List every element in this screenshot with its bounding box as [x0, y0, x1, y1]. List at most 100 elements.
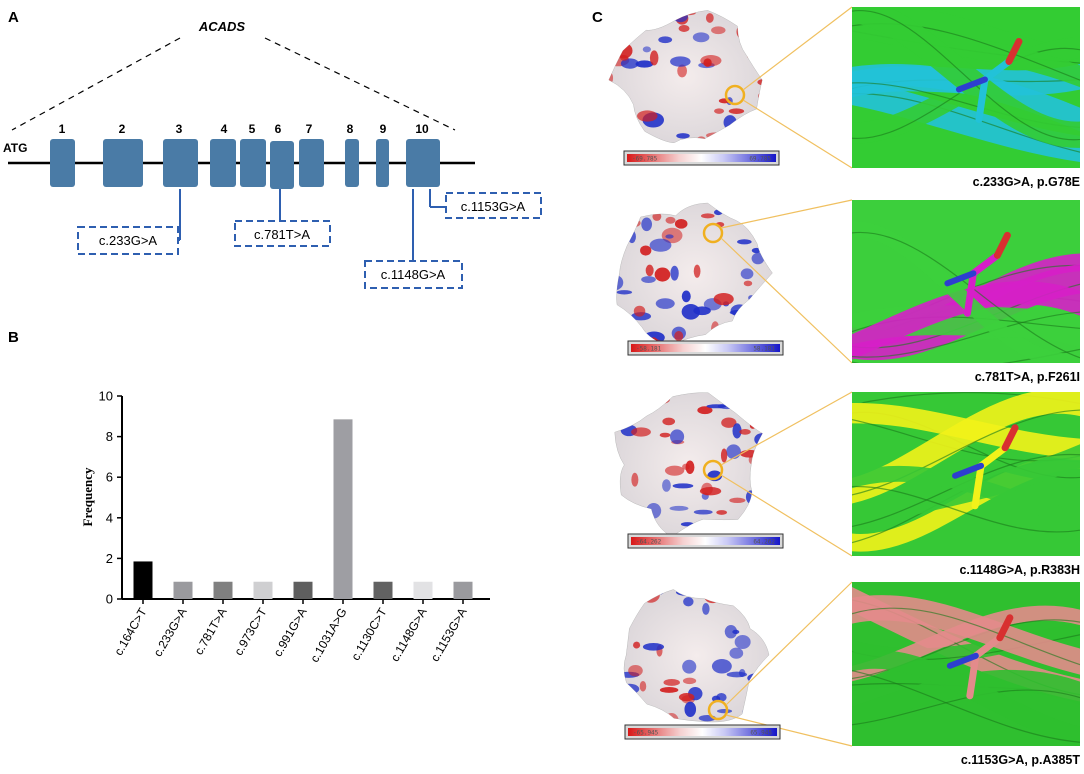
zoom-line-top — [720, 391, 853, 466]
bar-c.1031A>G — [333, 419, 353, 599]
zoom-line-top — [720, 199, 853, 229]
zoom-line-bottom — [742, 99, 853, 169]
exon-2 — [103, 139, 143, 187]
exon-number-5: 5 — [249, 122, 256, 136]
x-tick-label: c.781T>A — [192, 606, 230, 658]
x-tick-label: c.973C>T — [231, 605, 270, 658]
x-tick-label: c.991G>A — [271, 606, 310, 660]
panel-a-letter: A — [8, 9, 19, 26]
bar-c.781T>A — [213, 581, 233, 599]
scale-min: -64.262 — [636, 539, 662, 546]
zoom-line-bottom — [725, 714, 853, 747]
exon-number-3: 3 — [176, 122, 183, 136]
panel-b-letter: B — [8, 329, 19, 346]
zoomed-structure — [852, 7, 1080, 168]
structure-row-1: -69.785 69.785 c.233G>A, p.G78E — [608, 6, 1080, 189]
x-tick-label: c.1031A>G — [307, 606, 349, 665]
y-tick-label: 0 — [106, 592, 113, 607]
mutation-site-marker — [724, 84, 746, 106]
color-scale-bar: -69.785 69.785 — [623, 150, 780, 166]
zoom-line-left — [11, 37, 181, 131]
bar-c.164C>T — [133, 561, 153, 599]
electrostatic-surface — [608, 10, 763, 143]
variant-label: c.781T>A — [254, 227, 310, 242]
mutation-site-marker — [702, 459, 724, 481]
exon-number-6: 6 — [275, 122, 282, 136]
exon-layer: 1 2 3 4 5 6 7 8 9 10 — [50, 122, 440, 189]
scale-max: 69.785 — [749, 156, 771, 163]
scale-max: 58.181 — [753, 346, 775, 353]
structure-row-3: -64.262 64.262 c.1148G>A, p.R383H — [614, 391, 1080, 577]
zoom-line-bottom — [720, 237, 853, 364]
x-tick-label: c.164C>T — [111, 605, 150, 658]
x-tick-label: c.1130C>T — [348, 605, 390, 663]
y-tick-label: 8 — [106, 429, 113, 444]
zoom-line-top — [725, 581, 853, 706]
exon-number-7: 7 — [306, 122, 313, 136]
zoomed-structure — [852, 582, 1080, 746]
x-tick-label: c.1153G>A — [428, 606, 470, 665]
exon-9 — [376, 139, 389, 187]
zoom-line-right — [264, 37, 456, 131]
exon-number-9: 9 — [380, 122, 387, 136]
exon-4 — [210, 139, 236, 187]
variant-box — [445, 192, 542, 219]
mutation-site-marker — [707, 699, 729, 721]
exon-number-2: 2 — [119, 122, 126, 136]
zoom-line-bottom — [720, 474, 853, 557]
exon-3 — [163, 139, 198, 187]
bar-c.1153G>A — [453, 581, 473, 599]
scale-min: -58.181 — [636, 346, 662, 353]
bar-c.973C>T — [253, 581, 273, 599]
y-tick-label: 6 — [106, 470, 113, 485]
mutation-caption: c.233G>A, p.G78E — [973, 175, 1080, 189]
scale-min: -69.785 — [632, 156, 658, 163]
exon-number-1: 1 — [59, 122, 66, 136]
scale-max: 64.262 — [753, 539, 775, 546]
color-scale-bar: -65.945 65.945 — [624, 724, 781, 740]
bar-c.1130C>T — [373, 581, 393, 599]
exon-8 — [345, 139, 359, 187]
zoom-line-top — [742, 6, 853, 91]
scale-min: -65.945 — [633, 730, 659, 737]
y-tick-label: 4 — [106, 510, 113, 525]
electrostatic-surface — [623, 589, 770, 723]
structure-panels: -69.785 69.785 c.233G>A, p.G78E -58.181 58.1… — [608, 6, 1081, 767]
zoomed-structure — [852, 200, 1080, 363]
x-tick-label: c.233G>A — [151, 606, 190, 660]
mutation-caption: c.781T>A, p.F261I — [975, 370, 1080, 384]
mutation-caption: c.1153G>A, p.A385T — [961, 753, 1081, 767]
panel-a: A ACADS ATG 1 2 3 4 5 6 7 8 9 10 c.233G>A c.781T>A… — [3, 9, 542, 289]
exon-10 — [406, 139, 440, 187]
color-scale-bar: -64.262 64.262 — [627, 533, 784, 549]
start-codon-label: ATG — [3, 141, 27, 155]
variant-label: c.1153G>A — [461, 199, 526, 214]
variant-label: c.233G>A — [99, 233, 158, 248]
structure-row-4: -65.945 65.945 c.1153G>A, p.A385T — [623, 581, 1081, 767]
exon-number-10: 10 — [415, 122, 429, 136]
variant-layer: c.233G>A c.781T>A c.1148G>A c.1153G>A — [77, 189, 542, 289]
y-tick-label: 10 — [99, 389, 113, 404]
mutation-caption: c.1148G>A, p.R383H — [959, 563, 1080, 577]
exon-5 — [240, 139, 266, 187]
exon-number-8: 8 — [347, 122, 354, 136]
y-tick-label: 2 — [106, 551, 113, 566]
scale-max: 65.945 — [750, 730, 772, 737]
structure-row-2: -58.181 58.181 c.781T>A, p.F261I — [616, 199, 1080, 384]
gene-name: ACADS — [198, 19, 246, 34]
exon-number-4: 4 — [221, 122, 228, 136]
exon-6 — [270, 141, 294, 189]
variant-box — [234, 220, 331, 247]
color-scale-bar: -58.181 58.181 — [627, 340, 784, 356]
x-tick-label: c.1148G>A — [388, 606, 430, 665]
variant-label: c.1148G>A — [381, 267, 446, 282]
bar-c.991G>A — [293, 581, 313, 599]
electrostatic-surface — [616, 202, 773, 346]
exon-1 — [50, 139, 75, 187]
y-axis-label: Frequency — [80, 467, 95, 526]
bar-c.1148G>A — [413, 581, 433, 599]
